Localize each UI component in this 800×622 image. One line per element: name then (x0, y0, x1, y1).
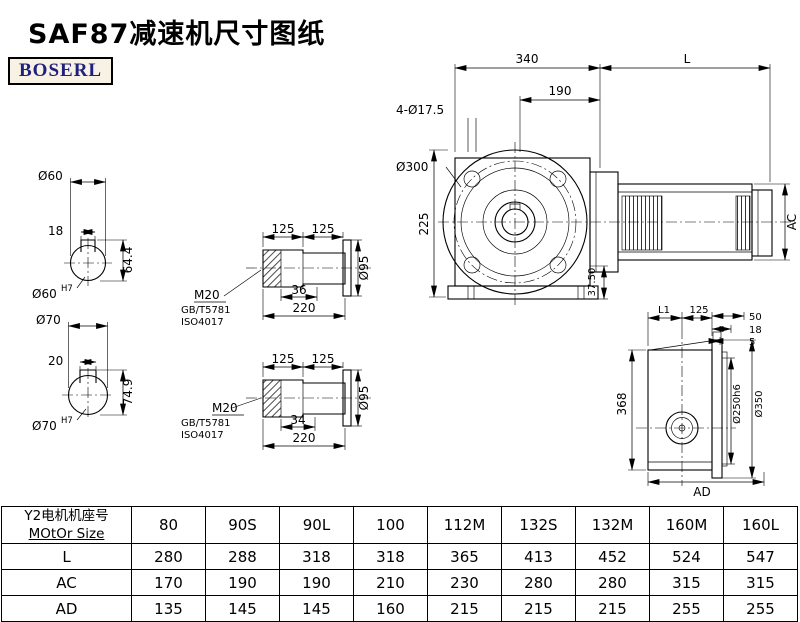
gb-standard-label-2: GB/T5781 (181, 418, 231, 429)
table-cell: 80 (131, 506, 206, 544)
dim-125-label: 125 (312, 352, 335, 366)
table-cell: 100 (353, 506, 428, 544)
table-cell: 190 (279, 569, 354, 596)
table-cell: 318 (279, 543, 354, 570)
dia-70-label: Ø70 (36, 313, 61, 327)
table-cell: 280 (575, 569, 650, 596)
dim-AC-label: AC (785, 214, 799, 230)
dim-AD-label: AD (693, 485, 710, 499)
output-shaft-detail-1: M20 GB/T5781 ISO4017 125 125 36 220 Ø95 (181, 222, 372, 328)
motor-size-header: Y2电机机座号 MOtOr Size (1, 506, 132, 544)
table-cell: 160L (723, 506, 798, 544)
iso-standard-label: ISO4017 (181, 317, 224, 328)
shaft-section-70-view: Ø70 20 74.9 Ø70 H7 (32, 313, 135, 433)
iso-standard-label-2: ISO4017 (181, 430, 224, 441)
table-cell: 145 (205, 595, 280, 622)
dim-L1-label: L1 (658, 305, 670, 316)
table-cell: 90S (205, 506, 280, 544)
dim-36-label: 36 (291, 283, 306, 297)
side-view: L1 125 50 18 5 368 Ø250h6 Ø350 (615, 305, 765, 499)
front-view: 340 L 190 4-Ø17.5 Ø300 225 37.5 (396, 52, 799, 308)
table-cell: 315 (649, 569, 724, 596)
table-cell: 280 (501, 569, 576, 596)
table-cell: 318 (353, 543, 428, 570)
row-label: L (1, 543, 132, 570)
dia-350-label: Ø350 (753, 391, 765, 418)
table-cell: 255 (649, 595, 724, 622)
table-cell: 210 (353, 569, 428, 596)
page-title: SAF87减速机尺寸图纸 (28, 19, 326, 50)
dim-190-label: 190 (549, 84, 572, 98)
dim-18-label-2: 18 (749, 325, 762, 336)
table-cell: 288 (205, 543, 280, 570)
dia-95-label: Ø95 (357, 386, 371, 411)
dim-50-label: 50 (749, 312, 762, 323)
dimension-drawing: 340 L 190 4-Ø17.5 Ø300 225 37.5 (32, 52, 799, 499)
dim-368-label: 368 (615, 393, 629, 416)
fit-H7-label-2: H7 (61, 416, 73, 426)
table-cell: 547 (723, 543, 798, 570)
row-label: AC (1, 569, 132, 596)
dia-60H7-label: Ø60 (32, 287, 57, 301)
dim-37-50-label: 37.50 (587, 268, 598, 297)
dim-220-label: 220 (293, 301, 316, 315)
table-row: AC 170 190 190 210 230 280 280 315 315 (1, 569, 798, 596)
dim-340-label: 340 (516, 52, 539, 66)
table-cell: 190 (205, 569, 280, 596)
dim-74-9-label: 74.9 (121, 379, 135, 406)
table-cell: 255 (723, 595, 798, 622)
table-cell: 132M (575, 506, 650, 544)
dia-60-label: Ø60 (38, 169, 63, 183)
dia-70H7-label: Ø70 (32, 419, 57, 433)
dim-125-label: 125 (272, 222, 295, 236)
table-cell: 215 (427, 595, 502, 622)
table-cell: 524 (649, 543, 724, 570)
output-shaft-detail-2: M20 GB/T5781 ISO4017 125 125 34 220 Ø95 (181, 352, 372, 450)
motor-size-header-en: MOtOr Size (28, 526, 105, 542)
table-cell: 160M (649, 506, 724, 544)
table-cell: 365 (427, 543, 502, 570)
table-cell: 315 (723, 569, 798, 596)
dim-20-label: 20 (48, 354, 63, 368)
bolt-holes-callout: 4-Ø17.5 (396, 103, 444, 117)
table-cell: 413 (501, 543, 576, 570)
table-cell: 135 (131, 595, 206, 622)
table-row: AD 135 145 145 160 215 215 215 255 255 (1, 595, 798, 622)
dim-18-label: 18 (48, 224, 63, 238)
fit-H7-label: H7 (61, 284, 73, 294)
gb-standard-label: GB/T5781 (181, 305, 231, 316)
table-cell: 145 (279, 595, 354, 622)
table-cell: 160 (353, 595, 428, 622)
table-cell: 170 (131, 569, 206, 596)
dim-125-label: 125 (312, 222, 335, 236)
table-cell: 215 (501, 595, 576, 622)
table-cell: 230 (427, 569, 502, 596)
dim-125-label: 125 (272, 352, 295, 366)
table-cell: 215 (575, 595, 650, 622)
table-cell: 132S (501, 506, 576, 544)
dim-L-label: L (684, 52, 691, 66)
m20-label-2: M20 (212, 401, 238, 415)
table-cell: 280 (131, 543, 206, 570)
dim-225-label: 225 (417, 213, 431, 236)
shaft-section-60-view: Ø60 18 64.4 Ø60 H7 (32, 169, 135, 301)
dim-34-label: 34 (290, 413, 305, 427)
table-cell: 452 (575, 543, 650, 570)
table-cell: 112M (427, 506, 502, 544)
motor-size-header-cn: Y2电机机座号 (24, 507, 109, 524)
table-row: L 280 288 318 318 365 413 452 524 547 (1, 543, 798, 570)
dia-300-label: Ø300 (396, 160, 428, 174)
dia-250h6-label: Ø250h6 (731, 384, 743, 424)
brand-logo: BOSERL (8, 57, 114, 85)
dia-95-label: Ø95 (357, 256, 371, 281)
dimensions-table: Y2电机机座号 MOtOr Size 80 90S 90L 100 112M 1… (1, 506, 798, 622)
table-header-row: Y2电机机座号 MOtOr Size 80 90S 90L 100 112M 1… (1, 506, 798, 544)
m20-label: M20 (194, 288, 220, 302)
table-cell: 90L (279, 506, 354, 544)
row-label: AD (1, 595, 132, 622)
dim-125-label: 125 (689, 305, 708, 316)
dim-64-4-label: 64.4 (121, 247, 135, 274)
dim-220-label: 220 (293, 431, 316, 445)
